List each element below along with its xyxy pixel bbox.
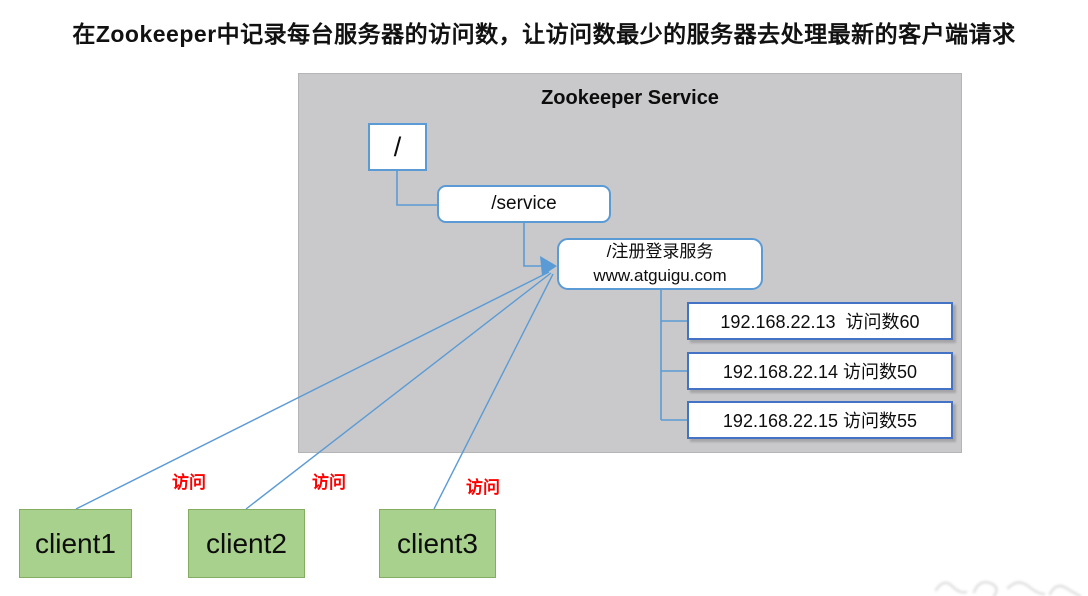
client2-label: client2 [206,527,287,559]
znode-service: /service [437,185,611,223]
access-label-3: 访问 [466,478,500,497]
access-label-1: 访问 [172,473,206,492]
server-node-3-label: 192.168.22.15 访问数55 [722,411,918,431]
server-node-2-label: 192.168.22.14 访问数50 [722,362,918,382]
client1-label: client1 [35,527,116,559]
watermark [934,581,1082,596]
server-node-2: 192.168.22.14 访问数50 [687,352,953,390]
znode-root: / [368,123,427,171]
znode-register-login-service: /注册登录服务 www.atguigu.com [557,238,763,290]
client3-label: client3 [397,527,478,559]
panel-title: Zookeeper Service [541,87,719,109]
client3-box: client3 [379,509,496,578]
server-node-1-label: 192.168.22.13 访问数60 [720,312,920,332]
server-node-3: 192.168.22.15 访问数55 [687,401,953,439]
znode-app-domain: www.atguigu.com [593,266,727,285]
access-label-2: 访问 [312,473,346,492]
client1-box: client1 [19,509,132,578]
znode-app-name: /注册登录服务 [606,242,714,262]
server-node-1: 192.168.22.13 访问数60 [687,302,953,340]
znode-root-label: / [393,131,402,162]
client2-box: client2 [188,509,305,578]
znode-service-label: /service [491,193,557,214]
page-title: 在Zookeeper中记录每台服务器的访问数，让访问数最少的服务器去处理最新的客… [72,21,1016,47]
